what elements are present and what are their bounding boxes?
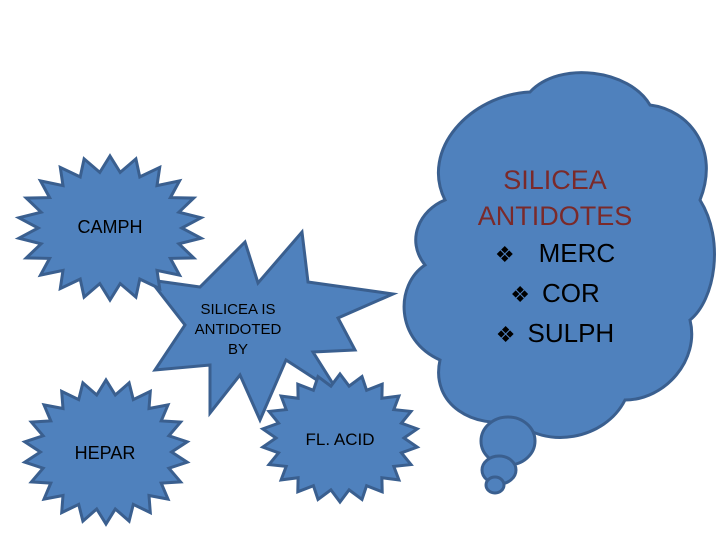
diamond-bullet-icon: ❖: [495, 322, 516, 347]
antidote-list: ❖ MERC ❖ COR ❖ SULPH: [440, 234, 670, 354]
antidote-item-label: MERC: [538, 238, 616, 268]
center-label-line-3: BY: [227, 341, 248, 358]
fl-acid-starburst: [259, 371, 421, 505]
camph-label: CAMPH: [77, 217, 143, 237]
center-label-line-2: ANTIDOTED: [194, 321, 282, 338]
diamond-bullet-icon: ❖: [494, 242, 515, 267]
cloud-text: SILICEA ANTIDOTES ❖ MERC ❖ COR ❖ SULPH: [440, 162, 670, 354]
antidote-item: ❖ COR: [440, 274, 670, 314]
antidote-item: ❖ SULPH: [440, 314, 670, 354]
camph-starburst: [14, 153, 206, 303]
thought-bubble-small: [484, 475, 506, 495]
cloud-title-line-1: SILICEA: [503, 165, 607, 195]
center-label: SILICEA IS ANTIDOTED BY: [168, 300, 308, 360]
center-label-line-1: SILICEA IS: [200, 301, 276, 318]
hepar-label: HEPAR: [74, 443, 136, 463]
fl-acid-label: FL. ACID: [305, 430, 375, 449]
diamond-bullet-icon: ❖: [510, 282, 530, 307]
center-explosion-shape: [146, 228, 399, 424]
cloud-title: SILICEA ANTIDOTES: [440, 162, 670, 234]
hepar-starburst: [21, 377, 191, 527]
thought-cloud: [402, 71, 716, 439]
antidote-item-label: SULPH: [527, 318, 615, 348]
antidote-item-label: COR: [541, 278, 600, 308]
cloud-title-line-2: ANTIDOTES: [477, 201, 633, 231]
antidote-item: ❖ MERC: [440, 234, 670, 274]
